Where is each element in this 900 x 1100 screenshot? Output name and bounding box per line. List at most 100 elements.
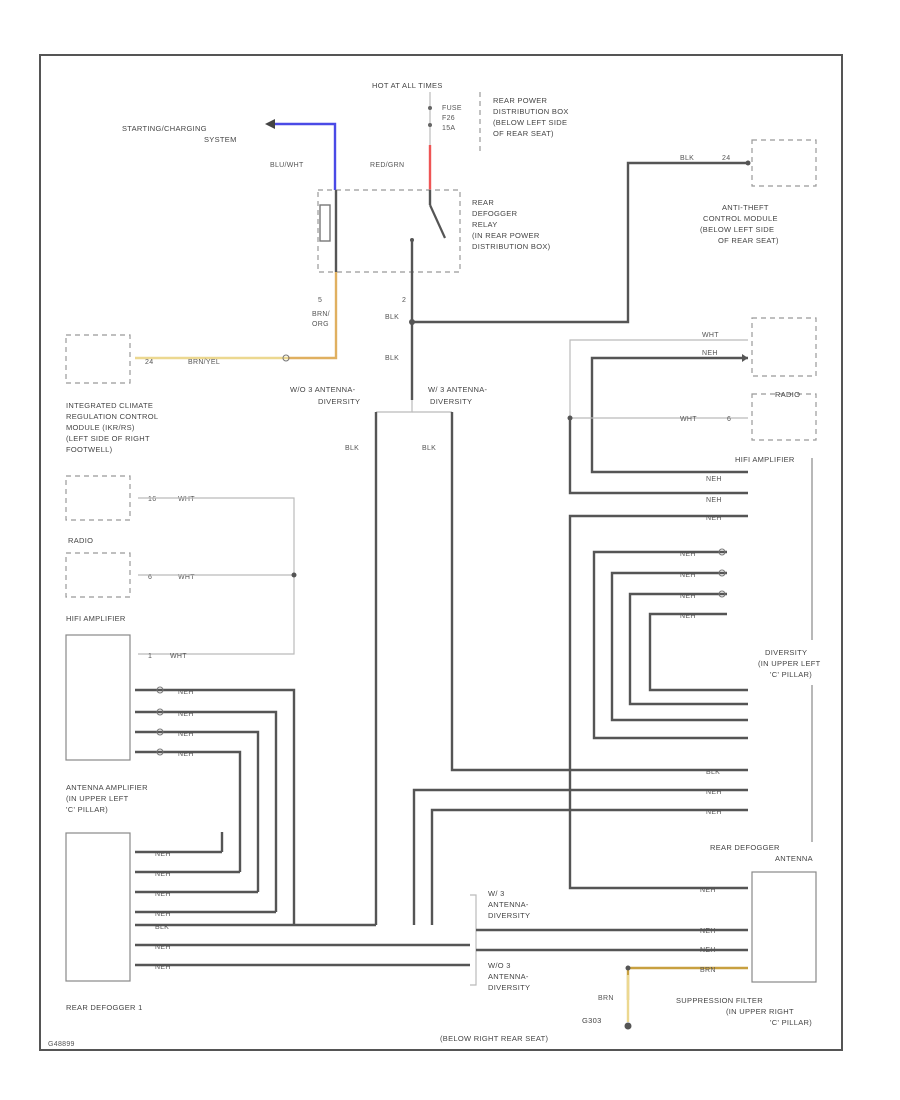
suppression-label-2: (IN UPPER RIGHT xyxy=(726,1007,794,1016)
pin-2-label: 2 xyxy=(402,297,406,304)
brn-org-label-1: BRN/ xyxy=(312,311,330,318)
climate-label-4: (LEFT SIDE OF RIGHT xyxy=(66,434,150,443)
wht-label-1: WHT xyxy=(702,332,719,339)
blu-wht-wire-label: BLU/WHT xyxy=(270,162,304,169)
neh-l-2: NEH xyxy=(178,711,194,718)
rear-pdb-label-4: OF REAR SEAT) xyxy=(493,129,554,138)
relay-label-3: RELAY xyxy=(472,220,498,229)
climate-module-box xyxy=(65,334,131,384)
diagram-frame xyxy=(39,54,843,1051)
neh-r-2: NEH xyxy=(706,497,722,504)
antenna-dash-label-2: ANTENNA- xyxy=(488,972,529,981)
relay-blk-label: BLK xyxy=(385,314,399,321)
pin-5-label: 5 xyxy=(318,297,322,304)
hifi-amp-left-label: HIFI AMPLIFIER xyxy=(66,614,126,623)
neh-l-1: NEH xyxy=(178,689,194,696)
neh-r-5: NEH xyxy=(680,572,696,579)
right-blk-label: BLK xyxy=(422,445,436,452)
w-diversity-label-1: W/ 3 ANTENNA- xyxy=(428,385,488,394)
relay-label-4: (IN REAR POWER xyxy=(472,231,540,240)
antenna-amp-label-3: 'C' PILLAR) xyxy=(66,805,108,814)
diversity-label-b1: DIVERSITY xyxy=(488,911,530,920)
red-grn-wire-label: RED/GRN xyxy=(370,162,404,169)
neh-r-7: NEH xyxy=(680,613,696,620)
neh-b-4: NEH xyxy=(155,911,171,918)
pin-16-label: 16 xyxy=(148,496,156,503)
brn-label-1: BRN xyxy=(700,967,716,974)
antenna-amplifier-box xyxy=(65,832,131,982)
rear-defogger-antenna-label-2: ANTENNA xyxy=(775,854,813,863)
neh-r-6: NEH xyxy=(680,593,696,600)
blk-div: BLK xyxy=(706,769,720,776)
neh-l-4: NEH xyxy=(178,751,194,758)
neh-label-1: NEH xyxy=(702,350,718,357)
neh-b-2: NEH xyxy=(155,871,171,878)
wht-label-5: WHT xyxy=(170,653,187,660)
diversity-label-2: (IN UPPER LEFT xyxy=(758,659,821,668)
wht-label-3: WHT xyxy=(178,496,195,503)
anti-theft-module-box xyxy=(751,139,817,187)
fuse-number-label: F26 xyxy=(442,115,455,122)
hifi-amp-left-box xyxy=(65,634,131,761)
g303-label: G303 xyxy=(582,1016,602,1025)
radio-right-label: RADIO xyxy=(775,390,800,399)
hifi-amp-right-label: HIFI AMPLIFIER xyxy=(735,455,795,464)
neh-b-7: NEH xyxy=(155,964,171,971)
wht-label-2: WHT xyxy=(680,416,697,423)
figure-id: G48899 xyxy=(48,1041,75,1048)
wo-diversity-label-2: DIVERSITY xyxy=(318,397,360,406)
blu-wht-wire xyxy=(275,122,337,190)
neh-r-4: NEH xyxy=(680,551,696,558)
rear-pdb-label-2: DISTRIBUTION BOX xyxy=(493,107,569,116)
anti-theft-label-2: CONTROL MODULE xyxy=(703,214,778,223)
brn-yel-label: BRN/YEL xyxy=(188,359,220,366)
rear-pdb-label-3: (BELOW LEFT SIDE xyxy=(493,118,567,127)
fuse-amps-label: 15A xyxy=(442,125,455,132)
relay-switch-icon xyxy=(428,204,447,239)
radio-left-box-1 xyxy=(65,475,131,521)
neh-ant-2: NEH xyxy=(700,928,716,935)
pin-1-label: 1 xyxy=(148,653,152,660)
radio-left-label: RADIO xyxy=(68,536,93,545)
hot-at-all-times-label: HOT AT ALL TIMES xyxy=(372,81,443,90)
w-diversity-label-2: DIVERSITY xyxy=(430,397,472,406)
relay-coil-icon xyxy=(319,204,331,242)
ground-g303-icon xyxy=(624,1022,632,1030)
rear-defogger-relay-box xyxy=(317,189,461,273)
neh-b-1: NEH xyxy=(155,851,171,858)
radio-right-box xyxy=(751,317,817,377)
anti-theft-label-1: ANTI-THEFT xyxy=(722,203,769,212)
neh-r-3: NEH xyxy=(706,515,722,522)
mid-blk-label: BLK xyxy=(385,355,399,362)
rear-defogger-label: REAR DEFOGGER 1 xyxy=(66,1003,143,1012)
anti-theft-pin: 24 xyxy=(722,155,730,162)
climate-label-3: MODULE (IKR/RS) xyxy=(66,423,135,432)
neh-l-3: NEH xyxy=(178,731,194,738)
diversity-label-b2: DIVERSITY xyxy=(488,983,530,992)
relay-label-5: DISTRIBUTION BOX) xyxy=(472,242,551,251)
wo-diversity-label-1: W/O 3 ANTENNA- xyxy=(290,385,356,394)
climate-label-5: FOOTWELL) xyxy=(66,445,113,454)
anti-theft-blk-wire xyxy=(412,161,748,324)
rear-defogger-antenna-box xyxy=(751,871,817,983)
diversity-label-1: DIVERSITY xyxy=(765,648,807,657)
pin-6-right-label: 6 xyxy=(727,416,731,423)
radio-left-box-2 xyxy=(65,552,131,598)
antenna-dash-label-1: ANTENNA- xyxy=(488,900,529,909)
suppression-label-1: SUPPRESSION FILTER xyxy=(676,996,763,1005)
pin-6-left-label: 6 xyxy=(148,574,152,581)
neh-b-6: NEH xyxy=(155,944,171,951)
starting-arrow-icon xyxy=(265,119,275,129)
neh-r-1: NEH xyxy=(706,476,722,483)
relay-label-1: REAR xyxy=(472,198,494,207)
neh-div-2: NEH xyxy=(706,809,722,816)
relay-label-2: DEFOGGER xyxy=(472,209,518,218)
left-blk-label: BLK xyxy=(345,445,359,452)
fuse-label: FUSE xyxy=(442,105,462,112)
climate-label-2: REGULATION CONTROL xyxy=(66,412,158,421)
rear-pdb-label-1: REAR POWER xyxy=(493,96,548,105)
antenna-amp-label-1: ANTENNA AMPLIFIER xyxy=(66,783,148,792)
starting-charging-label-2: SYSTEM xyxy=(204,135,237,144)
brn-org-label-2: ORG xyxy=(312,321,329,328)
